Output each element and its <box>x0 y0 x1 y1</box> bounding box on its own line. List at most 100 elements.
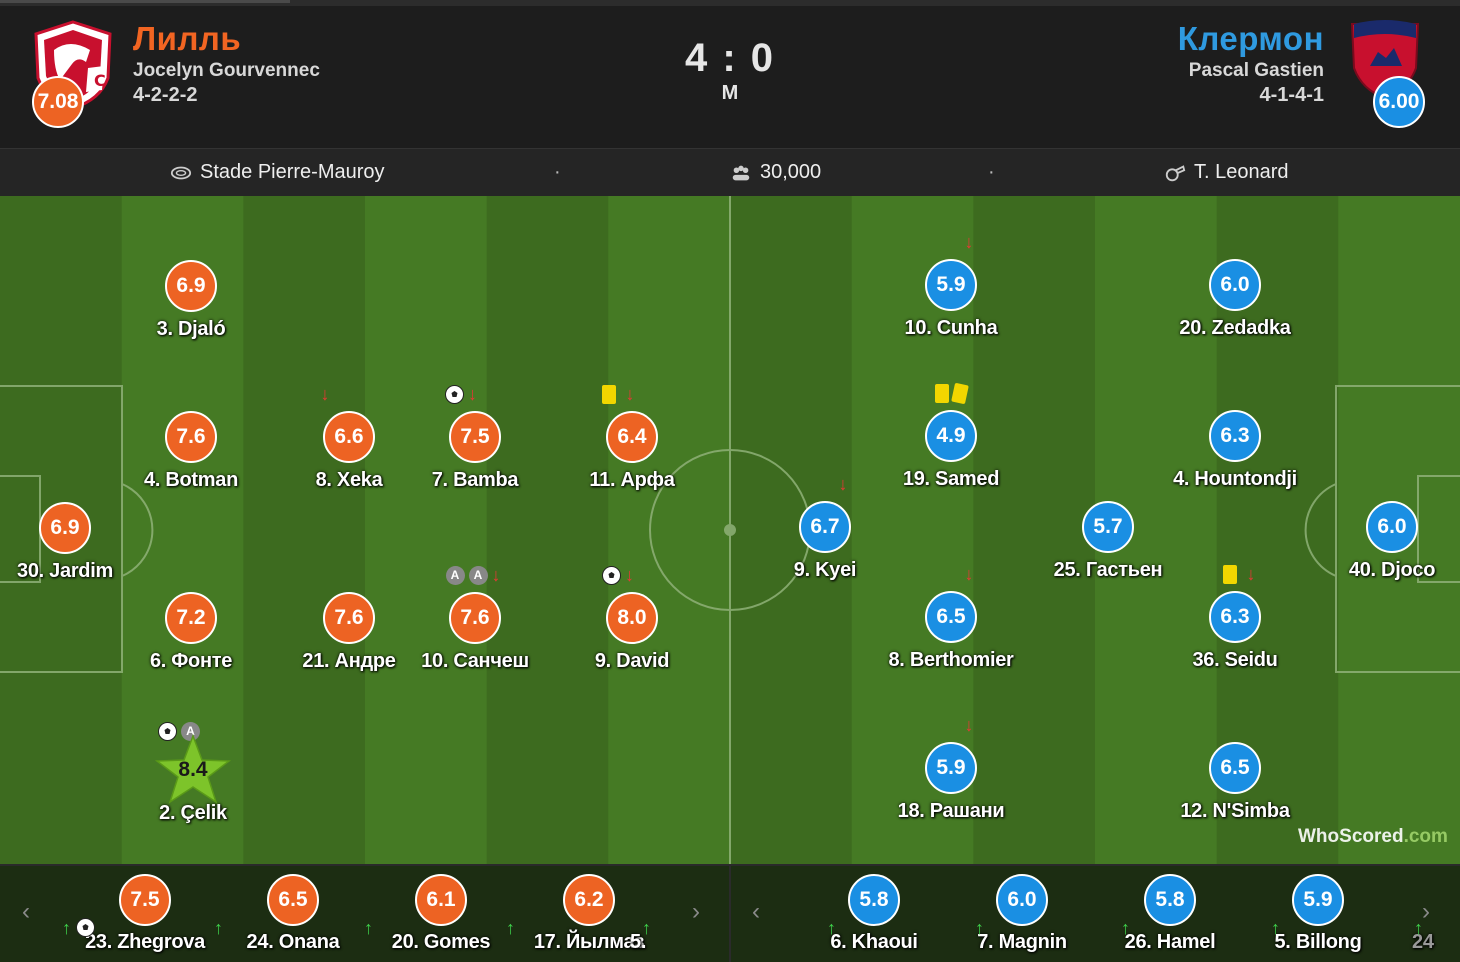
player-rating: 6.3 <box>1209 410 1261 462</box>
sub-away-hamel[interactable]: ↑ 5.8 26. Hamel <box>1095 874 1245 954</box>
info-separator: · <box>554 161 561 183</box>
referee-name: T. Leonard <box>1194 161 1289 183</box>
sub-home-gomes[interactable]: ↑ 6.1 20. Gomes <box>364 874 516 954</box>
player-name: 2. Çelik <box>159 802 227 824</box>
player-events: ↓ <box>1149 563 1329 585</box>
player-name: 6. Khaoui <box>830 931 918 953</box>
sub-away-partial[interactable]: ↑ 24 <box>1412 874 1452 954</box>
player-home-djalo[interactable]: 6.9 3. Djaló <box>101 260 281 341</box>
player-name: 9. Kyei <box>793 559 857 581</box>
player-away-nsimba[interactable]: 6.5 12. N'Simba <box>1145 742 1325 823</box>
player-name: 12. N'Simba <box>1180 800 1290 822</box>
home-team-name[interactable]: Лилль <box>133 20 242 57</box>
svg-text:C: C <box>94 71 106 90</box>
player-rating: 6.0 <box>1366 501 1418 553</box>
away-team-name[interactable]: Клермон <box>1177 20 1324 57</box>
player-home-bamba[interactable]: ↓ 7.5 7. Bamba <box>385 384 565 492</box>
player-away-rashani[interactable]: ↓ 5.9 18. Рашани <box>861 715 1041 823</box>
player-home-david[interactable]: ↓ 8.0 9. David <box>542 565 722 673</box>
sub-off-arrow-icon: ↓ <box>625 383 635 404</box>
player-rating: 4.9 <box>925 410 977 462</box>
sub-off-arrow-icon: ↓ <box>964 714 974 735</box>
player-name: 24 <box>1412 931 1434 953</box>
player-name: 8. Xeka <box>315 469 383 491</box>
sub-away-magnin[interactable]: ↑ 6.0 7. Magnin <box>947 874 1097 954</box>
player-rating: 5.9 <box>1292 874 1344 926</box>
player-home-arfa[interactable]: ↓ 6.4 11. Арфа <box>542 384 722 492</box>
sub-home-partial[interactable]: ↑ 5. <box>630 874 730 954</box>
sub-home-onana[interactable]: ↑ 6.5 24. Onana <box>214 874 368 954</box>
player-name: 5. <box>630 931 647 953</box>
goal-icon <box>445 384 464 404</box>
player-away-hountondji[interactable]: 6.3 4. Hountondji <box>1145 410 1325 491</box>
player-rating: 7.2 <box>165 592 217 644</box>
player-away-cunha[interactable]: ↓ 5.9 10. Cunha <box>861 232 1041 340</box>
sub-away-billong[interactable]: ↑ 5.9 5. Billong <box>1243 874 1393 954</box>
player-away-djoco[interactable]: 6.0 40. Djoco <box>1302 501 1460 582</box>
home-formation: 4-2-2-2 <box>133 84 198 106</box>
away-team-rating: 6.00 <box>1373 76 1425 128</box>
player-rating: 6.7 <box>799 501 851 553</box>
player-home-sanches[interactable]: A A ↓ 7.6 10. Санчеш <box>385 565 565 673</box>
attendance-value: 30,000 <box>760 161 822 183</box>
player-home-jardim[interactable]: 6.9 30. Jardim <box>0 502 155 583</box>
player-rating: 5.8 <box>1144 874 1196 926</box>
player-away-samed[interactable]: 4.9 19. Samed <box>861 382 1041 491</box>
player-rating: 6.0 <box>1209 259 1261 311</box>
player-away-berthomier[interactable]: ↓ 6.5 8. Berthomier <box>861 564 1041 672</box>
player-rating: 6.5 <box>1209 742 1261 794</box>
whistle-icon <box>1165 164 1186 181</box>
away-subs-prev-button[interactable]: ‹ <box>752 898 760 925</box>
player-home-andre[interactable]: 7.6 21. Андре <box>259 592 439 673</box>
player-events: ↓ <box>528 383 708 405</box>
player-name: 17. Йылмаз <box>533 931 645 953</box>
away-formation: 4-1-4-1 <box>1259 84 1324 106</box>
player-away-gastien[interactable]: 5.7 25. Гастьен <box>1018 501 1198 582</box>
attendance-info: 30,000 <box>730 161 821 184</box>
away-subs-next-button[interactable]: › <box>1422 898 1430 925</box>
player-rating: 7.6 <box>323 592 375 644</box>
yellow-card-icon <box>601 384 616 404</box>
sub-off-arrow-icon: ↓ <box>468 383 477 404</box>
goal-icon <box>76 918 95 937</box>
goal-icon <box>602 565 621 585</box>
stadium-name: Stade Pierre-Mauroy <box>200 161 385 183</box>
match-header: C 7.08 Лилль Jocelyn Gourvennec 4-2-2-2 … <box>0 6 1460 148</box>
player-home-fonte[interactable]: 7.2 6. Фонте <box>101 592 281 673</box>
watermark-brand: WhoScored <box>1298 826 1404 847</box>
player-name: 6. Фонте <box>149 650 233 672</box>
player-home-botman[interactable]: 7.6 4. Botman <box>101 411 281 492</box>
sub-on-arrow-icon: ↑ <box>506 918 515 938</box>
player-name: 25. Гастьен <box>1053 559 1163 581</box>
sub-home-zhegrova[interactable]: ↑ 7.5 23. Zhegrova <box>62 874 220 954</box>
player-rating: 7.5 <box>449 411 501 463</box>
sub-off-arrow-icon: ↓ <box>964 231 974 252</box>
sub-on-arrow-icon: ↑ <box>827 918 836 938</box>
player-home-xeka[interactable]: ↓ 6.6 8. Xeka <box>259 384 439 492</box>
sub-off-arrow-icon: ↓ <box>838 473 848 494</box>
player-events: ↓ <box>371 383 551 405</box>
referee-info: T. Leonard <box>1164 161 1289 184</box>
home-subs-next-button[interactable]: › <box>692 898 700 925</box>
assist-icon: A <box>445 565 465 585</box>
player-rating: 6.2 <box>563 874 615 926</box>
player-rating: 8.4 <box>178 758 208 781</box>
sub-away-khaoui[interactable]: ↑ 5.8 6. Khaoui <box>799 874 949 954</box>
player-name: 21. Андре <box>302 650 396 672</box>
sub-on-arrow-icon: ↑ <box>1414 918 1423 938</box>
home-subs-prev-button[interactable]: ‹ <box>22 898 30 925</box>
subs-divider <box>729 866 731 962</box>
player-away-seidu[interactable]: ↓ 6.3 36. Seidu <box>1145 564 1325 672</box>
player-away-zedadka[interactable]: 6.0 20. Zedadka <box>1145 259 1325 340</box>
player-events: ↓ <box>528 564 708 586</box>
player-rating: 6.9 <box>39 502 91 554</box>
watermark-domain: .com <box>1403 826 1448 847</box>
sub-home-yilmaz[interactable]: ↑ 6.2 17. Йылмаз <box>506 874 664 954</box>
player-rating: 6.5 <box>925 591 977 643</box>
player-events: ↓ <box>753 473 933 495</box>
player-away-kyei[interactable]: ↓ 6.7 9. Kyei <box>735 474 915 582</box>
sub-on-arrow-icon: ↑ <box>642 918 651 938</box>
sub-off-arrow-icon: ↓ <box>964 563 974 584</box>
player-home-celik[interactable]: A 8.4 2. Çelik <box>103 721 283 825</box>
substitutes-bar: ‹ › ‹ › ↑ 7.5 23. Zhegrova ↑ 6.5 24. Ona… <box>0 864 1460 962</box>
